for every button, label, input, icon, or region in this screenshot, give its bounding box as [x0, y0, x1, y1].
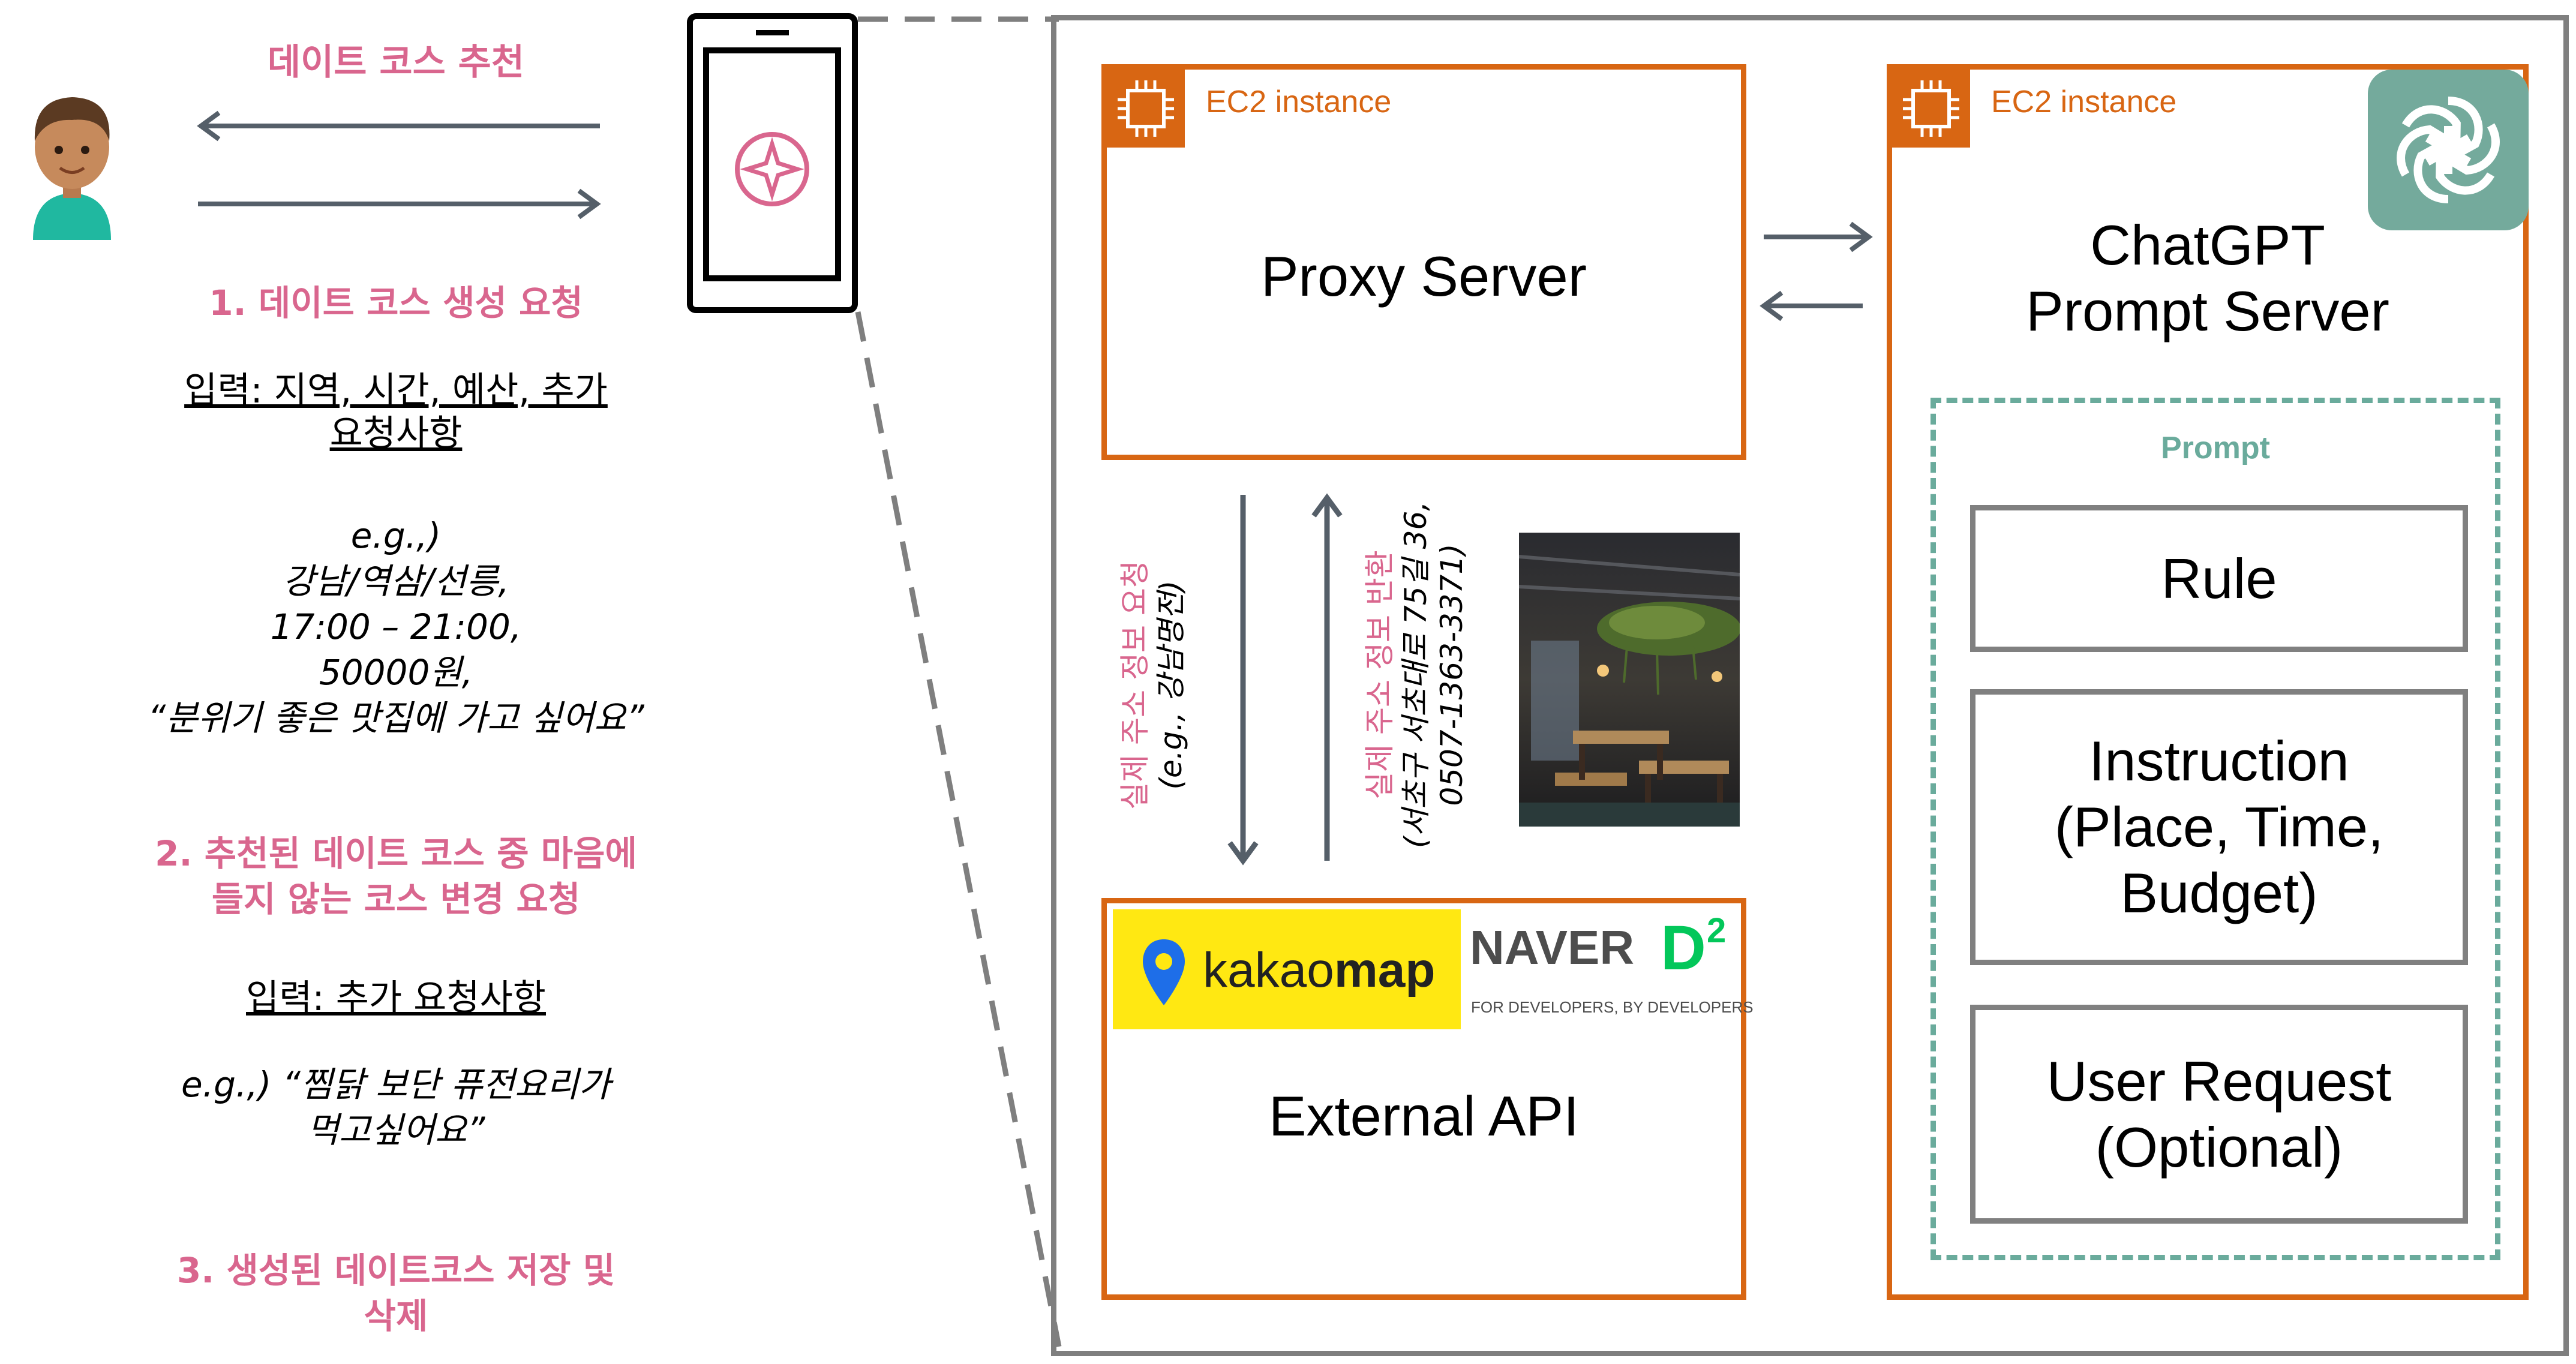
kakaomap-logo: kakaomap [1113, 909, 1461, 1029]
step1-example-line: 강남/역삼/선릉, [283, 561, 509, 602]
step2-example-line1: e.g.,) “찜닭 보단 퓨전요리가 [181, 1064, 611, 1105]
naver-tagline: FOR DEVELOPERS, BY DEVELOPERS [1471, 998, 1754, 1016]
step1-example: e.g.,) 강남/역삼/선릉, 17:00 – 21:00, 50000원, … [72, 513, 720, 741]
step2-title-line2: 들지 않는 코스 변경 요청 [211, 879, 581, 920]
naver-text: NAVER [1470, 921, 1635, 974]
step1-example-line: 17:00 – 21:00, [270, 606, 522, 647]
recommend-label: 데이트 코스 추천 [267, 41, 525, 83]
step1-example-line: 50000원, [319, 652, 473, 693]
user-request-line2: (Optional) [2095, 1115, 2343, 1179]
kakaomap-text: kakaomap [1203, 942, 1435, 999]
address-response-line1: 실제 주소 정보 반환 [1362, 550, 1397, 800]
chatgpt-title-line1: ChatGPT [2090, 214, 2325, 277]
proxy-ec2-label: EC2 instance [1206, 85, 1392, 119]
rule-label: Rule [2161, 546, 2277, 610]
openai-logo-icon [2368, 70, 2529, 230]
step1-example-line: “분위기 좋은 맛집에 가고 싶어요” [148, 698, 644, 738]
step3-title-line2: 삭제 [364, 1296, 428, 1336]
prompt-label: Prompt [2161, 431, 2270, 465]
rule-box: Rule [1970, 505, 2468, 652]
step3-title: 3. 생성된 데이트코스 저장 및 삭제 [72, 1248, 720, 1339]
chatgpt-prompt-server-box: EC2 instance ChatGPT Prompt Server Promp… [1887, 64, 2529, 1300]
proxy-api-arrows [1227, 493, 1343, 866]
address-request-line1: 실제 주소 정보 요청 [1118, 560, 1152, 810]
chatgpt-server-title: ChatGPT Prompt Server [1892, 212, 2523, 344]
user-avatar-icon [12, 90, 132, 240]
address-request-text: 실제 주소 정보 요청 (e.g., 강남명전) [1117, 535, 1189, 835]
user-phone-arrows [197, 110, 601, 220]
naver-d2-superscript: 2 [1707, 911, 1727, 950]
user-request-box: User Request (Optional) [1970, 1005, 2468, 1224]
proxy-server-title: Proxy Server [1260, 245, 1587, 308]
chatgpt-ec2-label: EC2 instance [1991, 85, 2177, 119]
step2-title-line1: 2. 추천된 데이트 코스 중 마음에 [155, 833, 637, 874]
zoom-dashed-lines [855, 16, 1062, 1347]
address-request-line2: (e.g., 강남명전) [1154, 580, 1188, 790]
address-response-line2: (서초구 서초대로 75길 36, [1398, 501, 1433, 849]
step1-title: 1. 데이트 코스 생성 요청 [209, 283, 583, 323]
ec2-chip-icon [1892, 70, 1970, 148]
instruction-line3: Budget) [2120, 861, 2318, 924]
proxy-server-box: EC2 instance Proxy Server [1101, 64, 1746, 460]
map-pin-icon [1143, 939, 1185, 1005]
instruction-line2: (Place, Time, [2054, 795, 2384, 858]
step1-example-line: e.g.,) [350, 515, 442, 556]
step1-input-line2: 요청사항 [329, 413, 463, 455]
instruction-line1: Instruction [2089, 729, 2349, 792]
instruction-box: Instruction (Place, Time, Budget) [1970, 689, 2468, 965]
proxy-chatgpt-arrows [1760, 221, 1873, 322]
naver-d2-logo: NAVER D 2 FOR DEVELOPERS, BY DEVELOPERS [1470, 909, 1754, 1029]
chatgpt-title-line2: Prompt Server [2026, 280, 2389, 342]
step1-input: 입력: 지역, 시간, 예산, 추가 요청사항 [132, 369, 660, 455]
system-architecture-panel [1051, 15, 2569, 1356]
step2-example-line2: 먹고싶어요” [307, 1110, 485, 1150]
step1-input-line1: 입력: 지역, 시간, 예산, 추가 [184, 369, 608, 411]
phone-icon [687, 13, 858, 313]
step2-title: 2. 추천된 데이트 코스 중 마음에 들지 않는 코스 변경 요청 [72, 831, 720, 922]
kakaomap-text-bold: map [1334, 943, 1436, 998]
restaurant-photo [1519, 533, 1740, 827]
ec2-chip-icon [1107, 70, 1185, 148]
naver-d2-letter: D [1661, 913, 1706, 983]
prompt-container: Prompt Rule Instruction (Place, Time, Bu… [1931, 398, 2500, 1260]
step2-input: 입력: 추가 요청사항 [246, 977, 546, 1019]
address-response-text: 실제 주소 정보 반환 (서초구 서초대로 75길 36, 0507-1363-… [1362, 483, 1470, 867]
step3-title-line1: 3. 생성된 데이트코스 저장 및 [176, 1250, 616, 1291]
external-api-box: kakaomap NAVER D 2 FOR DEVELOPERS, BY DE… [1101, 898, 1754, 1300]
kakaomap-text-normal: kakao [1203, 943, 1334, 998]
external-api-title: External API [1268, 1084, 1580, 1147]
step2-example: e.g.,) “찜닭 보단 퓨전요리가 먹고싶어요” [72, 1062, 720, 1153]
address-response-line3: 0507-1363-3371) [1434, 543, 1469, 806]
user-request-line1: User Request [2046, 1049, 2392, 1113]
